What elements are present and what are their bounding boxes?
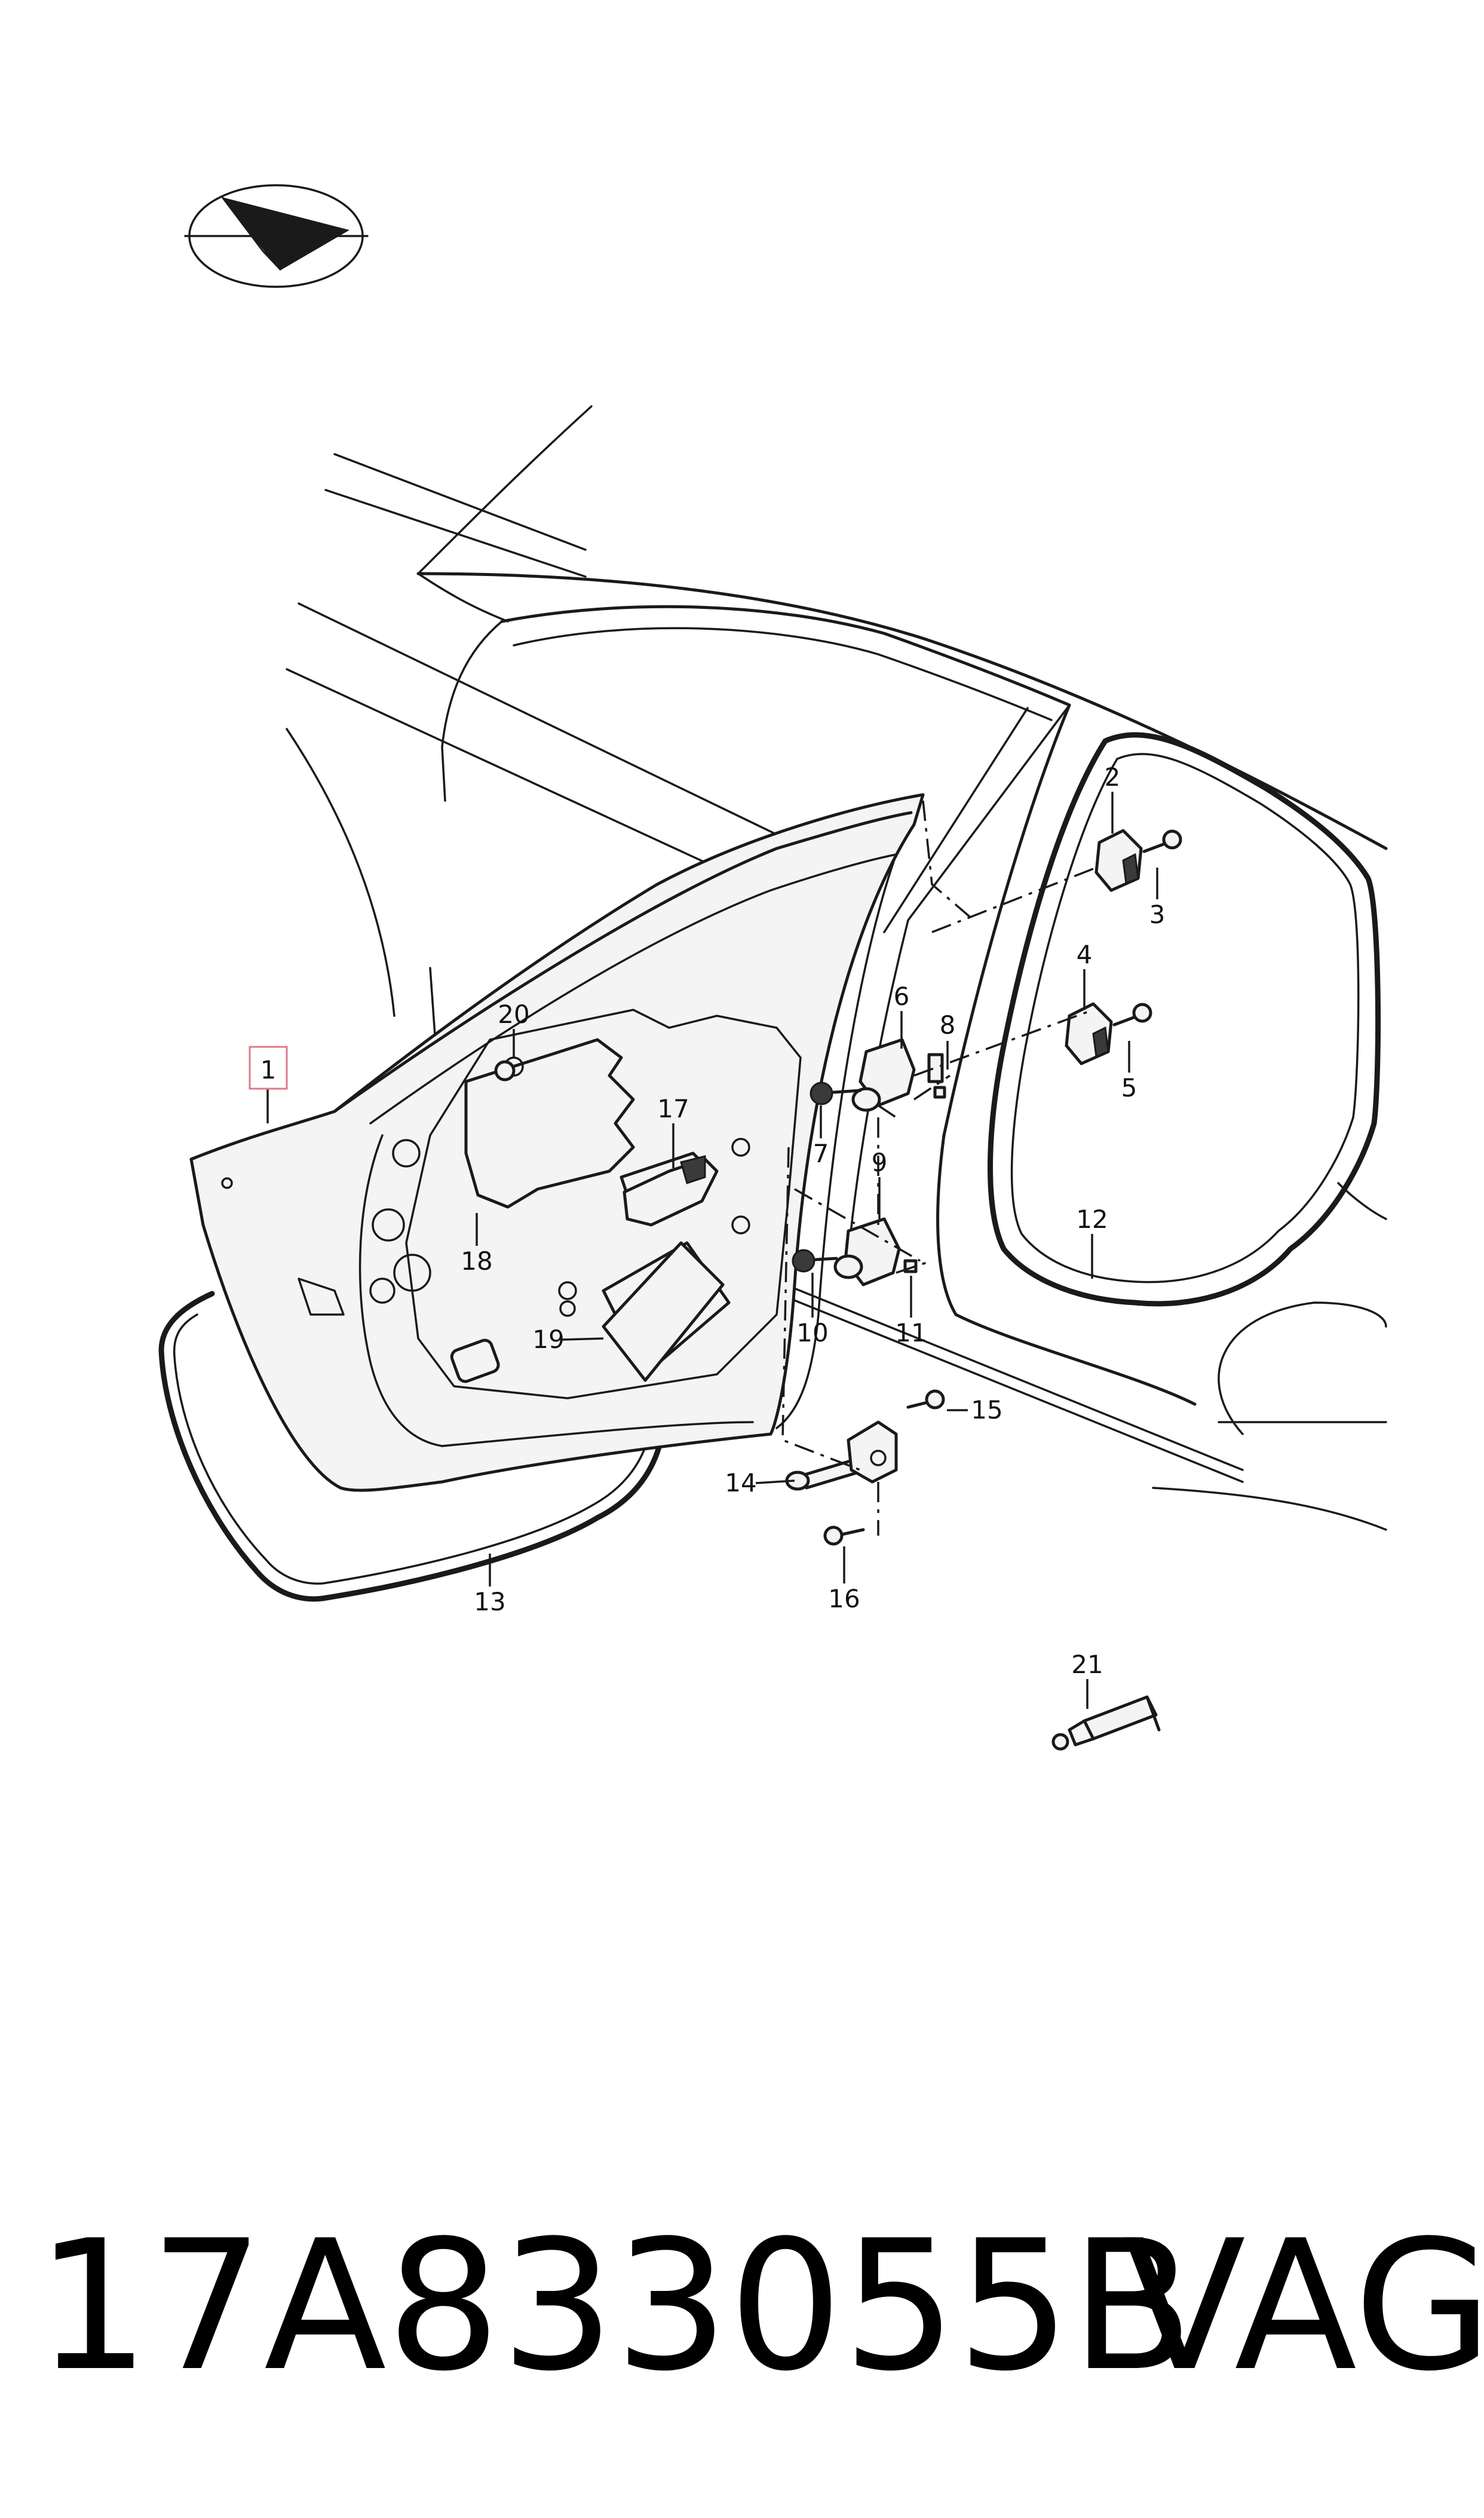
assembly-lines <box>781 800 1100 1536</box>
callout-2: 2 <box>1105 762 1121 792</box>
callout-11: 11 <box>895 1318 927 1347</box>
callout-5: 5 <box>1121 1073 1137 1102</box>
callout-12: 12 <box>1076 1205 1108 1234</box>
part-19-foil-pad <box>602 1241 725 1382</box>
part-8-retainer <box>927 1053 946 1099</box>
part-5-bolt <box>1112 1003 1152 1027</box>
car-body-outline <box>286 405 1388 1531</box>
callout-14: 14 <box>725 1468 756 1497</box>
callout-16: 16 <box>828 1584 860 1613</box>
callout-9: 9 <box>872 1148 888 1177</box>
part-17-inner-handle <box>623 1155 719 1227</box>
part-13-door-seal <box>158 1291 666 1602</box>
part-9-hinge-lower <box>833 1217 901 1286</box>
orientation-compass-icon <box>184 184 369 288</box>
part-2-hinge-upper-body <box>1094 829 1143 892</box>
callout-15: 15 <box>971 1395 1002 1425</box>
callout-3: 3 <box>1149 900 1166 929</box>
callout-6: 6 <box>894 982 910 1011</box>
part-number-label: 17A833055B <box>36 2202 1194 2410</box>
part-16-bolt <box>823 1525 865 1546</box>
callout-17: 17 <box>657 1094 689 1123</box>
part-7-screw <box>810 1082 862 1105</box>
callout-10: 10 <box>796 1318 828 1347</box>
callout-labels: 1 2 3 4 5 6 7 8 9 10 11 12 13 14 15 16 1… <box>260 762 1166 1679</box>
callout-7: 7 <box>813 1139 829 1168</box>
part-21-adhesive-tube <box>1051 1695 1161 1751</box>
callout-1-highlight-box <box>249 1046 288 1090</box>
callout-13: 13 <box>474 1587 505 1616</box>
callout-21: 21 <box>1071 1650 1103 1679</box>
part-3-bolt <box>1142 829 1182 853</box>
part-15-bolt <box>906 1389 945 1410</box>
part-10-screw <box>792 1249 838 1273</box>
part-12-window-seal <box>988 732 1381 1307</box>
brand-label: VAG <box>1123 2202 1484 2410</box>
part-20-plug <box>494 1060 516 1082</box>
callout-8: 8 <box>940 1010 956 1040</box>
part-14-door-check-strap <box>785 1420 898 1491</box>
callout-4: 4 <box>1077 940 1093 969</box>
part-4-hinge-lower-body <box>1065 1002 1113 1065</box>
callout-18: 18 <box>461 1246 492 1276</box>
callout-19: 19 <box>532 1325 564 1354</box>
callout-20: 20 <box>498 1000 529 1029</box>
part-6-hinge-upper <box>851 1038 916 1112</box>
callout-1: 1 <box>260 1055 277 1085</box>
callout-leader-lines <box>266 792 1158 1709</box>
